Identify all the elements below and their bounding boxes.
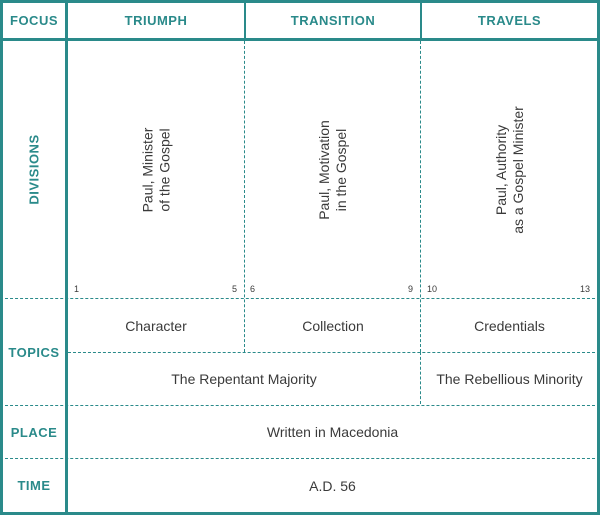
header-divider-1: [244, 0, 246, 39]
topics-mid-line: [68, 352, 600, 353]
divisions-label-wrap: DIVISIONS: [3, 41, 65, 298]
division-1-end: 5: [232, 284, 238, 294]
topics-bottom-line: [0, 405, 600, 406]
division-2-text: Paul, Motivation in the Gospel: [315, 119, 349, 220]
header-travels: TRAVELS: [477, 13, 542, 28]
divisions-divider-1: [244, 41, 245, 352]
topics-row2-divider: [420, 352, 421, 404]
division-3: Paul, Authority as a Gospel Minister: [422, 41, 597, 298]
header-divider-2: [420, 0, 422, 39]
divisions-label: DIVISIONS: [26, 134, 42, 205]
place-bottom-line: [0, 458, 600, 459]
division-2-end: 9: [408, 284, 414, 294]
division-1: Paul, Minister of the Gospel: [68, 41, 244, 298]
frame-top: [0, 0, 600, 3]
topic-repentant-majority: The Repentant Majority: [171, 371, 317, 387]
topic-credentials: Credentials: [474, 317, 545, 334]
topics-label: TOPICS: [8, 344, 60, 360]
header-bottom-line: [0, 38, 600, 41]
focus-label: FOCUS: [10, 13, 58, 28]
frame-left: [0, 0, 3, 515]
place-label: PLACE: [10, 424, 58, 440]
time-label: TIME: [17, 478, 51, 493]
frame-right: [597, 0, 600, 515]
topic-collection: Collection: [302, 317, 364, 334]
topic-rebellious-minority: The Rebellious Minority: [436, 371, 583, 387]
division-1-start: 1: [74, 284, 80, 294]
topic-character: Character: [125, 317, 187, 334]
division-2: Paul, Motivation in the Gospel: [246, 41, 420, 298]
header-transition: TRANSITION: [290, 13, 376, 28]
place-value: Written in Macedonia: [266, 424, 399, 440]
label-column-line: [65, 0, 68, 515]
header-triumph: TRIUMPH: [124, 13, 188, 28]
division-3-end: 13: [580, 284, 591, 294]
division-2-start: 6: [250, 284, 256, 294]
division-1-text: Paul, Minister of the Gospel: [139, 127, 172, 212]
time-value: A.D. 56: [309, 477, 356, 494]
frame-bottom: [0, 512, 600, 515]
division-3-start: 10: [427, 284, 438, 294]
divisions-divider-2: [420, 41, 421, 352]
divisions-bottom-line: [0, 298, 600, 299]
division-3-text: Paul, Authority as a Gospel Minister: [492, 105, 526, 234]
